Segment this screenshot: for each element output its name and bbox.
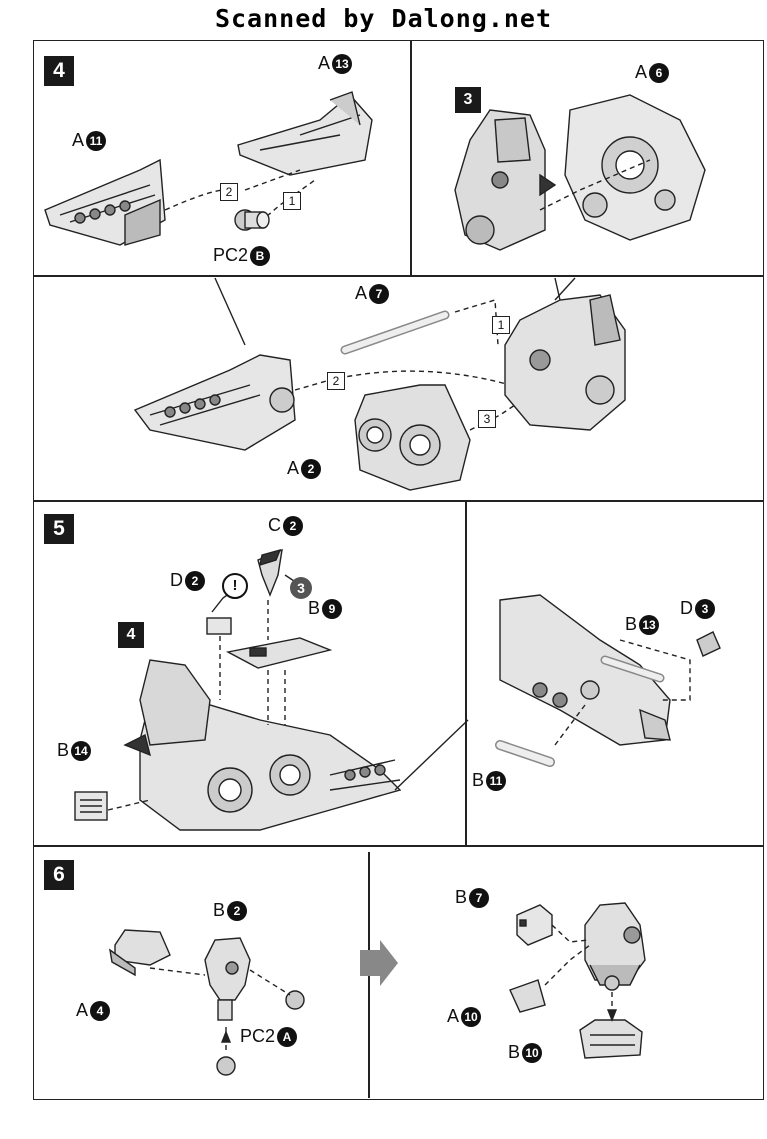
tail-assembly-illustration <box>133 354 296 451</box>
sequence-box-1: 1 <box>283 192 301 210</box>
sequence-box-1b: 1 <box>492 316 510 334</box>
head-assembly-illustration <box>584 902 646 986</box>
part-d2-block <box>206 617 232 635</box>
pc2a-ball-upper <box>285 990 305 1010</box>
step5-body-illustration <box>123 659 402 831</box>
subassembly-ref-4: 4 <box>118 622 144 648</box>
divider-step5-top <box>33 500 764 502</box>
divider-step6-top <box>33 845 764 847</box>
part-a7-rod <box>340 310 450 355</box>
step-number-6: 6 <box>44 860 74 890</box>
part-b13-rod <box>600 655 665 683</box>
part-b7-block <box>516 904 553 946</box>
instruction-frame <box>33 40 764 1100</box>
upper-body-illustration <box>504 294 626 431</box>
part-b10-illustration <box>579 1019 643 1059</box>
ref-note-3-icon: 3 <box>290 577 312 599</box>
part-a4-illustration <box>109 929 171 977</box>
part-b9-plate <box>225 637 333 669</box>
part-a13-illustration <box>237 91 373 176</box>
sequence-box-3b: 3 <box>478 410 496 428</box>
part-a2-illustration <box>354 384 471 491</box>
caution-icon: ! <box>222 573 248 599</box>
part-c2-illustration <box>257 548 283 597</box>
part-b2-illustration <box>204 937 251 1021</box>
sequence-box-2: 2 <box>220 183 238 201</box>
watermark: Scanned by Dalong.net <box>214 4 553 33</box>
part-b11-rod <box>495 740 555 767</box>
divider-step4-top <box>33 275 764 277</box>
pc2b-peg <box>234 209 270 231</box>
next-arrow <box>360 940 398 986</box>
step-number-4: 4 <box>44 56 74 86</box>
pc2a-ball-lower <box>216 1056 236 1076</box>
step-number-5: 5 <box>44 514 74 544</box>
subassembly-ref-3: 3 <box>455 87 481 113</box>
part-b14-block <box>74 791 108 821</box>
leg-detail-illustration <box>499 594 671 746</box>
divider-step5-vertical <box>465 500 467 845</box>
b10-ball <box>604 975 620 991</box>
part-a6-illustration <box>564 94 706 241</box>
part-d3-block <box>696 631 721 657</box>
sequence-box-2b: 2 <box>327 372 345 390</box>
divider-step4-vertical <box>410 40 412 275</box>
subassembly3-illustration <box>454 109 557 251</box>
part-a11-illustration <box>44 158 166 246</box>
part-a10-block <box>509 979 546 1013</box>
